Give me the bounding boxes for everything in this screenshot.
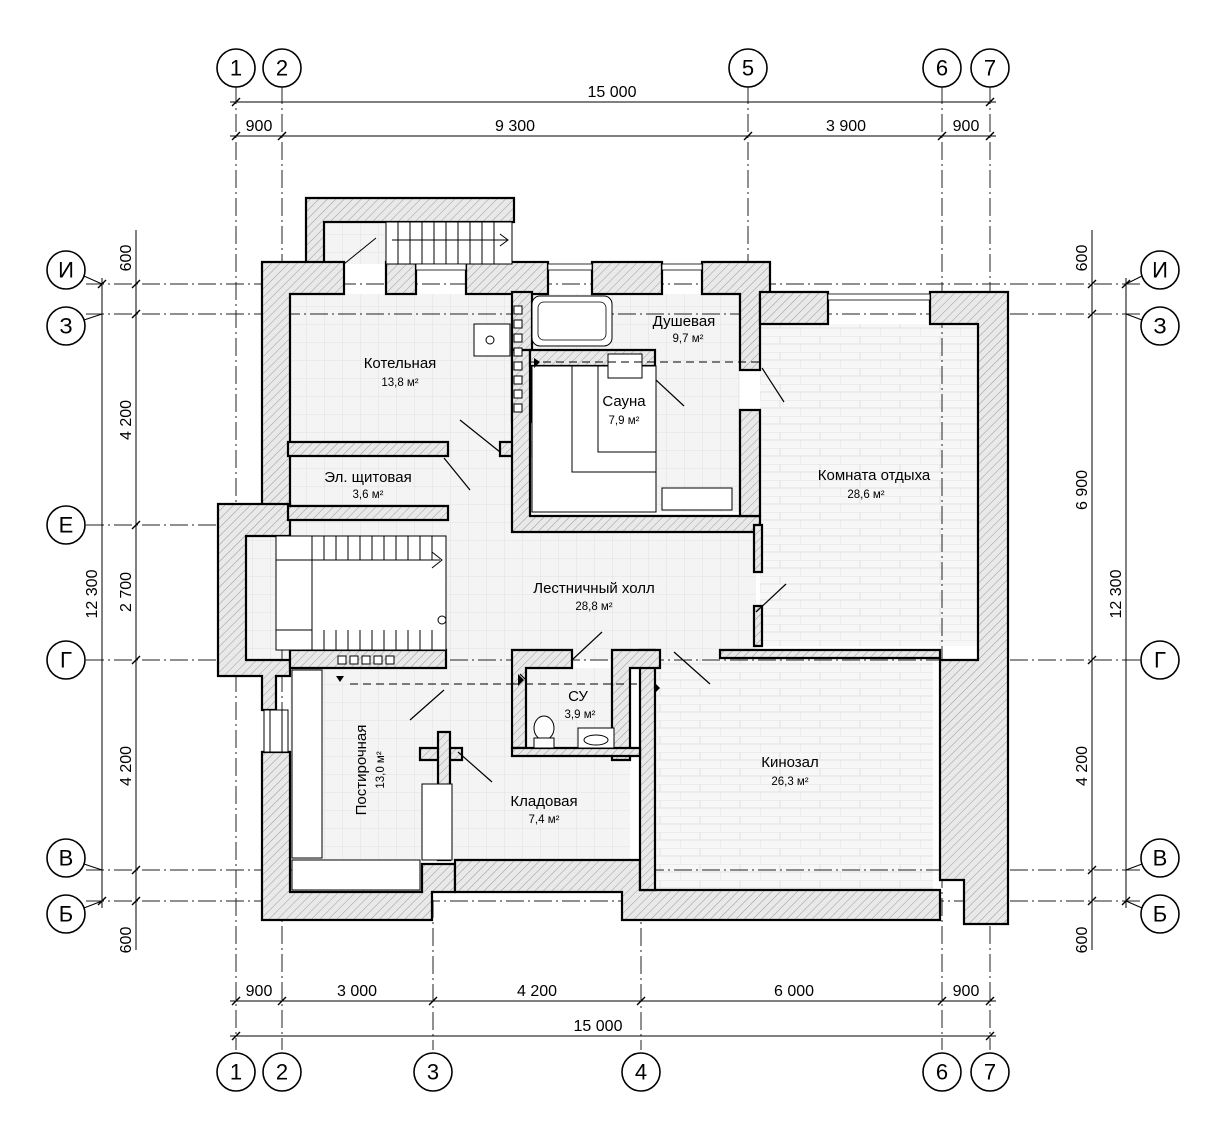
axis-left-V: В — [59, 846, 74, 871]
axis-left-Z: З — [59, 314, 72, 339]
room-boiler-area: 13,8 м² — [381, 377, 418, 389]
dim-left-seg-5: 600 — [118, 927, 135, 954]
dim-top-seg-2: 9 300 — [495, 118, 535, 135]
axis-bottom-3: 3 — [427, 1060, 439, 1085]
room-shower-name: Душевая — [653, 313, 716, 330]
dim-bottom-overall: 15 000 — [574, 1018, 623, 1035]
dim-top-seg-3: 3 900 — [826, 118, 866, 135]
room-storage-area: 7,4 м² — [529, 814, 560, 826]
axis-top-5: 5 — [742, 56, 754, 81]
dim-bottom-seg-3: 4 200 — [517, 983, 557, 1000]
dim-bottom-seg-1: 900 — [246, 983, 273, 1000]
axis-right-G: Г — [1154, 648, 1166, 673]
dim-right-seg-1: 600 — [1074, 245, 1091, 272]
dim-bottom-seg-4: 6 000 — [774, 983, 814, 1000]
room-sauna-name: Сауна — [602, 393, 646, 410]
dim-right-seg-3: 4 200 — [1074, 746, 1091, 786]
doors — [409, 367, 787, 783]
ventilation-blocks — [337, 305, 523, 665]
dim-top-seg-4: 900 — [953, 118, 980, 135]
axis-left-G: Г — [60, 648, 72, 673]
axis-top-6: 6 — [936, 56, 948, 81]
fixtures — [263, 221, 931, 891]
room-lounge-name: Комната отдыха — [818, 467, 931, 484]
dim-right-seg-4: 600 — [1074, 927, 1091, 954]
axis-bottom-1: 1 — [230, 1060, 242, 1085]
room-sauna-area: 7,9 м² — [609, 415, 640, 427]
room-storage-name: Кладовая — [510, 793, 577, 810]
axis-top-1: 1 — [230, 56, 242, 81]
dim-top-overall: 15 000 — [588, 84, 637, 101]
room-hall-area: 28,8 м² — [575, 601, 612, 613]
wc-fixtures — [533, 715, 615, 749]
axis-bottom-4: 4 — [635, 1060, 647, 1085]
axis-bottom-6: 6 — [936, 1060, 948, 1085]
room-hall-name: Лестничный холл — [533, 580, 655, 597]
axis-right-I: И — [1152, 258, 1168, 283]
axis-left-E: Е — [59, 513, 74, 538]
dimension-lines: 15 000 900 9 300 3 900 900 900 3 000 4 2… — [84, 84, 1131, 1041]
room-shower-area: 9,7 м² — [673, 333, 704, 345]
walls — [216, 196, 1010, 926]
dim-left-seg-4: 4 200 — [118, 746, 135, 786]
dim-bottom-seg-5: 900 — [953, 983, 980, 1000]
axis-bottom-7: 7 — [984, 1060, 996, 1085]
dim-left-seg-1: 600 — [118, 245, 135, 272]
floors — [246, 222, 978, 890]
room-wc-area: 3,9 м² — [565, 709, 596, 721]
axis-right-V: В — [1153, 846, 1168, 871]
dim-top-seg-1: 900 — [246, 118, 273, 135]
room-electrical-area: 3,6 м² — [353, 489, 384, 501]
room-laundry-name: Постирочная — [353, 725, 370, 816]
axis-right-B: Б — [1153, 902, 1167, 927]
dim-right-overall: 12 300 — [1108, 569, 1125, 618]
room-labels: Котельная 13,8 м² Душевая 9,7 м² Сауна 7… — [324, 313, 931, 826]
room-cinema-name: Кинозал — [761, 754, 819, 771]
axis-top-2: 2 — [276, 56, 288, 81]
dim-left-overall: 12 300 — [84, 569, 101, 618]
left-window — [263, 709, 289, 753]
axis-left-B: Б — [59, 902, 73, 927]
dim-right-seg-2: 6 900 — [1074, 470, 1091, 510]
room-electrical-name: Эл. щитовая — [324, 469, 411, 486]
dim-left-seg-3: 2 700 — [118, 572, 135, 612]
room-boiler-name: Котельная — [364, 355, 437, 372]
main-stair — [275, 535, 447, 651]
top-windows — [415, 263, 931, 301]
room-wc-name: СУ — [568, 688, 588, 705]
axis-left-I: И — [58, 258, 74, 283]
axis-right-Z: З — [1153, 314, 1166, 339]
upper-stair — [343, 221, 513, 265]
sauna-benches — [531, 353, 657, 513]
dim-left-seg-2: 4 200 — [118, 400, 135, 440]
axis-top-7: 7 — [984, 56, 996, 81]
room-laundry-area: 13,0 м² — [375, 751, 387, 788]
room-lounge-area: 28,6 м² — [847, 489, 884, 501]
dim-bottom-seg-2: 3 000 — [337, 983, 377, 1000]
room-cinema-area: 26,3 м² — [771, 776, 808, 788]
axis-bubbles: 1 2 5 6 7 1 2 3 4 6 7 И З Е Г В Б — [46, 48, 1180, 1092]
axis-bottom-2: 2 — [276, 1060, 288, 1085]
